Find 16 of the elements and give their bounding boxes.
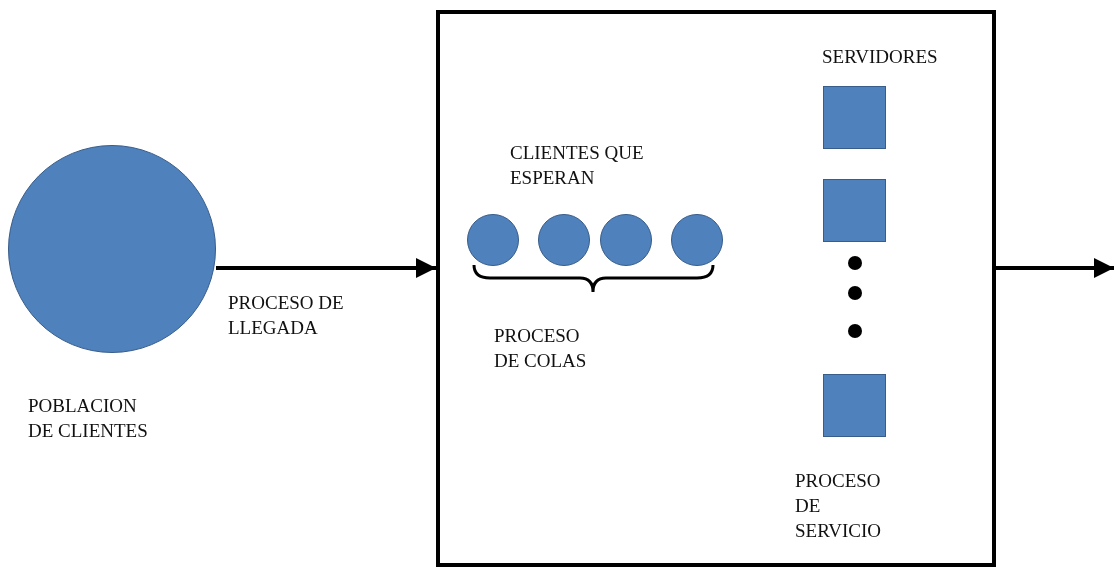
system-box <box>436 10 996 567</box>
node-caption: POBLACION DE CLIENTES <box>28 394 149 443</box>
customer-circle <box>467 214 519 266</box>
customer-circle <box>671 214 723 266</box>
customer-circle <box>600 214 652 266</box>
server-square <box>823 86 886 149</box>
text-label: PROCESO DE SERVICIO <box>795 469 883 543</box>
arrow <box>216 258 436 278</box>
server-square <box>823 179 886 242</box>
text-label: PROCESO DE LLEGADA <box>228 291 345 340</box>
text-label: PROCESO DE COLAS <box>494 324 588 373</box>
customer-circle <box>538 214 590 266</box>
server-square <box>823 374 886 437</box>
text-label: CLIENTES QUE ESPERAN <box>510 141 645 190</box>
arrow <box>996 258 1114 278</box>
text-label: SERVIDORES <box>822 45 939 69</box>
